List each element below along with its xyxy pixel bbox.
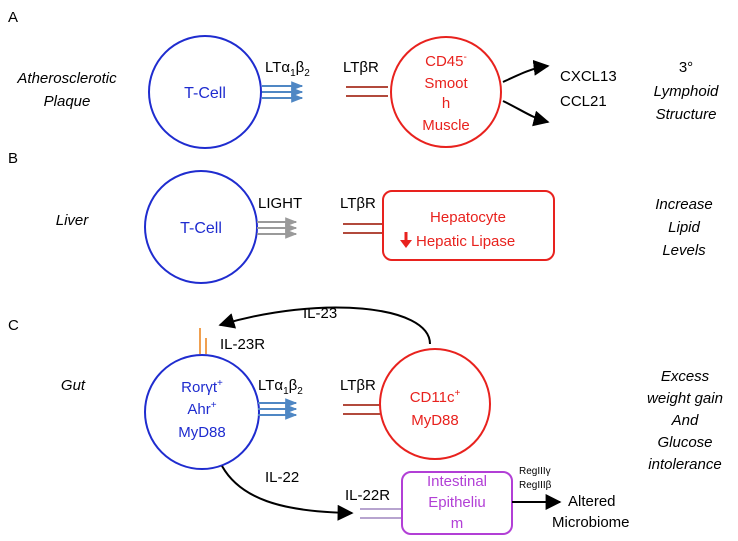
panel-a-outcome-line3: Structure — [656, 106, 717, 123]
panel-c-il22-label: IL-22 — [265, 469, 299, 486]
panel-c-receptor-lines — [343, 404, 380, 415]
panel-c-outcome-line1: Excess — [661, 368, 710, 385]
panel-c-il22r-receptor — [360, 508, 401, 519]
panel-b-tcell-label: T-Cell — [180, 220, 222, 237]
panel-a-target-line4: Muscle — [422, 117, 470, 134]
panel-a-letter: A — [8, 9, 18, 26]
panel-c-target-line1: CD11c+ — [410, 388, 461, 406]
panel-c-letter: C — [8, 317, 19, 334]
panel-c-outcome-line4: Glucose — [657, 434, 712, 451]
panel-c-output1: Altered — [568, 493, 616, 510]
panel-a-outcome-line2: Lymphoid — [654, 83, 719, 100]
panel-c-cd11c-circle — [379, 348, 491, 460]
down-arrow-icon — [400, 232, 412, 248]
panel-c-reg2: RegIIIβ — [519, 480, 552, 491]
panel-b-context: Liver — [56, 212, 90, 229]
panel-c-il23r-label: IL-23R — [220, 336, 265, 353]
panel-b-hepatocyte-box — [382, 190, 555, 261]
panel-c-ligand-label: LTα1β2 — [258, 377, 303, 397]
panel-c-il23-label: IL-23 — [303, 305, 337, 322]
panel-c: C Gut IL-23 IL-23R Rorγt+ Ahr+ MyD88 LTα… — [8, 305, 723, 535]
panel-c-receptor-label: LTβR — [340, 377, 376, 394]
panel-b-target-line1: Hepatocyte — [430, 209, 506, 226]
panel-c-reg1: RegIIIγ — [519, 466, 551, 477]
panel-c-ligand-arrows — [258, 398, 298, 420]
panel-c-il22r-label: IL-22R — [345, 487, 390, 504]
panel-a-ligand-label: LTα1β2 — [265, 59, 310, 79]
panel-c-outcome-line3: And — [671, 412, 699, 429]
panel-c-il23-arrow — [218, 306, 431, 345]
panel-a-ligand-arrows — [262, 81, 304, 103]
panel-a-output1: CXCL13 — [560, 68, 617, 85]
panel-c-il23r-receptor — [199, 328, 207, 354]
panel-a-tcell-label: T-Cell — [184, 85, 226, 102]
panel-b-ligand-label: LIGHT — [258, 195, 302, 212]
panel-b-outcome-line3: Levels — [662, 242, 706, 259]
panel-a-outcome-line1: 3° — [679, 59, 693, 76]
panel-c-context: Gut — [61, 377, 86, 394]
panel-c-epi-line1: Intestinal — [427, 473, 487, 490]
panel-c-outcome-line5: intolerance — [648, 456, 721, 473]
panel-a-output-arrow-up — [502, 59, 550, 83]
panel-a-target-line1: CD45- — [425, 52, 467, 70]
panel-c-tcell-circle — [144, 354, 260, 470]
panel-a-receptor-label: LTβR — [343, 59, 379, 76]
panel-a-target-line2: Smoot — [424, 75, 468, 92]
panel-c-target-line2: MyD88 — [411, 412, 459, 429]
panel-a-target-line3: h — [442, 95, 450, 112]
panel-b-receptor-lines — [343, 223, 383, 234]
panel-c-epi-line2: Epitheliu — [428, 494, 486, 511]
panel-a-output-arrow-down — [502, 100, 550, 127]
panel-b-outcome-line1: Increase — [655, 196, 713, 213]
panel-b-ligand-arrows — [257, 217, 298, 239]
panel-c-epi-line3: m — [451, 515, 464, 532]
panel-b-receptor-label: LTβR — [340, 195, 376, 212]
panel-c-output2: Microbiome — [552, 514, 630, 531]
panel-a-context-line2: Plaque — [44, 93, 91, 110]
panel-b-outcome-line2: Lipid — [668, 219, 700, 236]
panel-a-smooth-muscle-circle — [390, 36, 502, 148]
panel-c-cell-line3: MyD88 — [178, 424, 226, 441]
panel-b-target-line2: Hepatic Lipase — [416, 233, 515, 250]
panel-b-letter: B — [8, 150, 18, 167]
panel-c-il22-arrow — [221, 465, 354, 521]
panel-a-context-line1: Atherosclerotic — [16, 70, 117, 87]
panel-c-cell-line2: Ahr+ — [187, 400, 216, 418]
panel-c-outcome-line2: weight gain — [647, 390, 723, 407]
panel-b: B Liver T-Cell LIGHT LTβR Hepatocyte Hep… — [8, 150, 713, 284]
panel-a: A Atherosclerotic Plaque T-Cell LTα1β2 L… — [8, 9, 719, 149]
panel-a-output2: CCL21 — [560, 93, 607, 110]
panel-a-receptor-lines — [346, 86, 388, 97]
panel-c-cell-line1: Rorγt+ — [181, 378, 223, 396]
panel-a-tcell-circle — [148, 35, 262, 149]
